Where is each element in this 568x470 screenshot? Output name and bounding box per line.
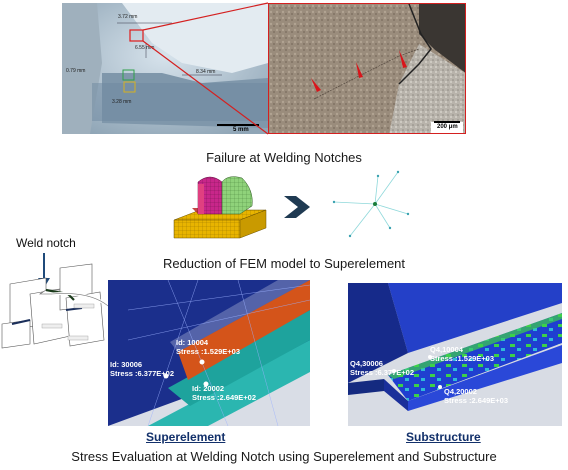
node-stress: Stress :6.377E+02 [350,368,415,377]
superelement-node-label: Id: 30006 Stress :6.377E+02 [110,360,174,378]
superelement-node-graph [332,170,410,238]
node-id: Id: 20002 [192,384,225,393]
node-id: Q4,20002 [444,387,477,396]
dim-label: 8.34 mm [196,69,216,75]
node-stress: Stress :6.377E+02 [110,369,175,378]
substructure-node-label: Q4,20002 Stress :2.649E+03 [444,387,508,405]
superelement-title: Superelement [146,430,226,444]
node-id: Q4,10004 [430,345,463,354]
dim-label: 0.79 mm [66,68,86,74]
scale-label: 5 mm [233,127,249,133]
superelement-stress-plot [108,280,310,426]
node-stress: Stress :2.649E+03 [444,396,509,405]
dim-label: 3.28 mm [112,99,132,105]
substructure-node-label: Q4,30006 Stress :6.377E+02 [350,359,414,377]
chevron-right-icon [284,196,310,218]
zoom-connector-lines [142,2,269,135]
dim-label: 3.72 mm [118,14,138,20]
fem-model-drawing [173,176,267,239]
superelement-panel: Id: 10004 Stress :1.529E+03 Id: 30006 St… [108,280,310,426]
substructure-title: Substructure [406,430,481,444]
substructure-panel: Q4,10004 Stress :1.529E+03 Q4,30006 Stre… [348,283,562,426]
fem-model [170,170,270,242]
micrograph-detail-drawing [269,4,465,133]
caption-evaluation: Stress Evaluation at Welding Notch using… [71,449,497,464]
zoom-box [129,29,144,42]
weld-notch-label: Weld notch [16,236,76,250]
node-id: Q4,30006 [350,359,383,368]
node-stress: Stress :2.649E+02 [192,393,257,402]
node-stress: Stress :1.529E+03 [176,347,241,356]
micrograph-detail: 200 μm [268,3,466,134]
weld-notch-sketch [1,253,105,349]
caption-reduction: Reduction of FEM model to Superelement [162,256,406,271]
node-id: Id: 10004 [176,338,209,347]
substructure-node-label: Q4,10004 Stress :1.529E+03 [430,345,494,363]
dim-label: 6.55 mm [135,45,155,51]
superelement-node-label: Id: 10004 Stress :1.529E+03 [176,338,240,356]
node-id: Id: 30006 [110,360,143,369]
caption-failure: Failure at Welding Notches [206,150,362,165]
superelement-node-label: Id: 20002 Stress :2.649E+02 [192,384,256,402]
substructure-stress-plot [348,283,562,426]
node-stress: Stress :1.529E+03 [430,354,495,363]
scale-label: 200 μm [437,124,458,130]
